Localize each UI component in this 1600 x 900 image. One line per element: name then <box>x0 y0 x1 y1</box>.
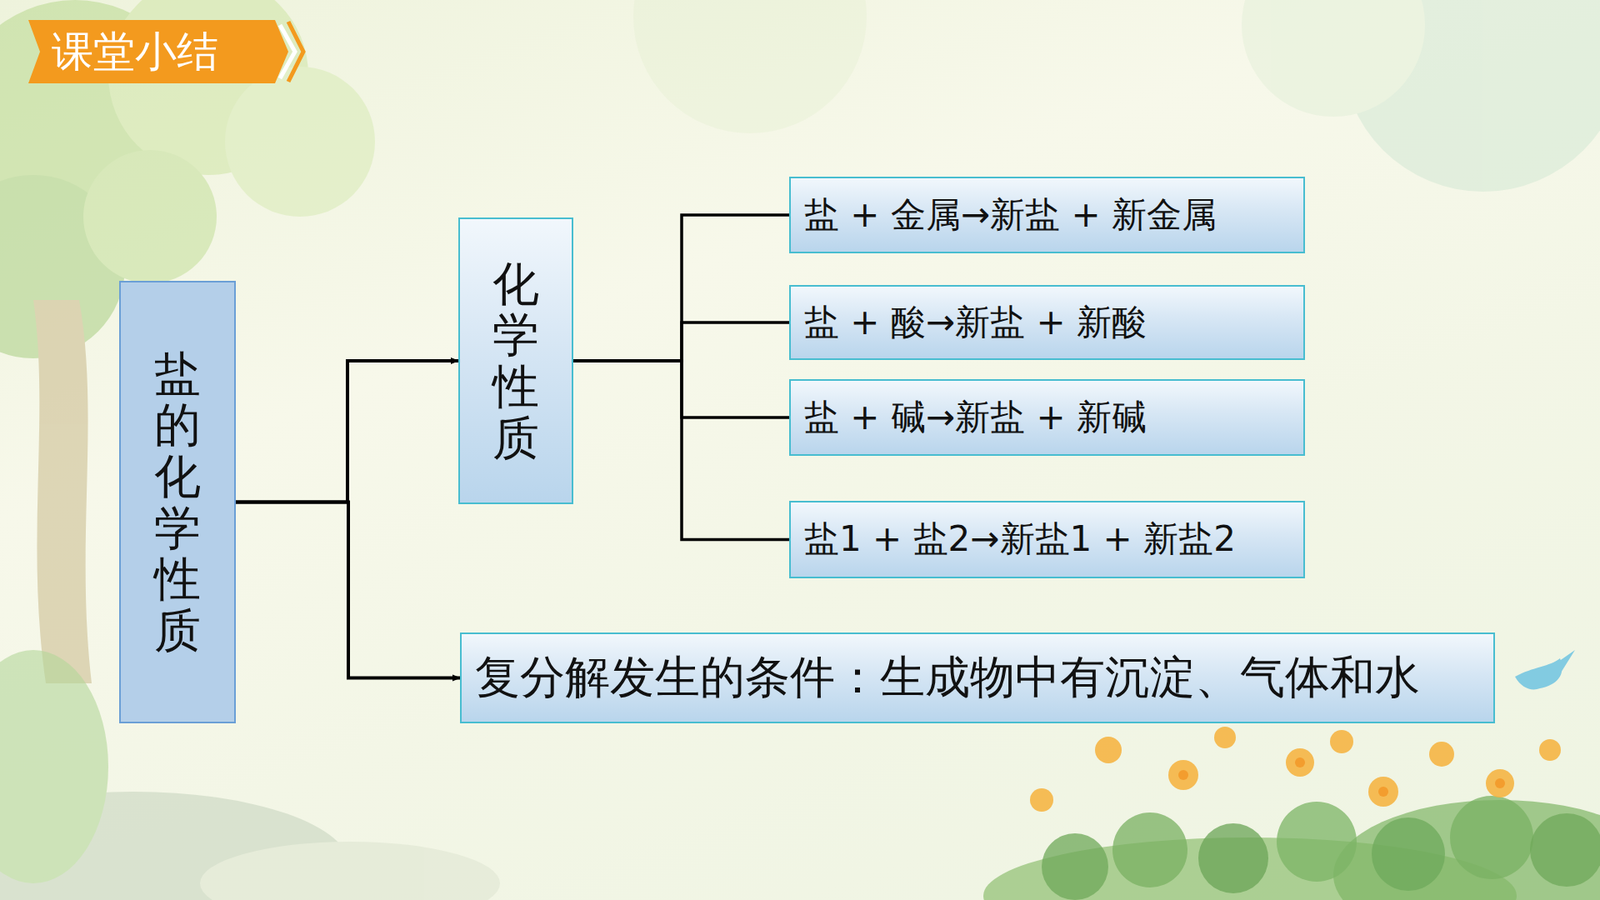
branch-box: 化学性质 <box>458 217 574 505</box>
box-label: 盐 + 酸→新盐 + 新酸 <box>804 301 1147 344</box>
title-banner <box>28 20 304 84</box>
connector <box>235 502 460 679</box>
box-label: 复分解发生的条件：生成物中有沉淀、气体和水 <box>475 650 1420 705</box>
slide-title: 课堂小结 <box>51 20 219 84</box>
flowers <box>983 726 1600 900</box>
vertical-label: 盐的化学性质 <box>154 348 201 657</box>
connector <box>573 360 790 540</box>
connector <box>573 215 790 361</box>
topic-box: 盐的化学性质 <box>119 280 236 724</box>
box-label: 盐1 + 盐2→新盐1 + 新盐2 <box>804 518 1236 560</box>
box-label: 盐 + 金属→新盐 + 新金属 <box>804 194 1217 236</box>
bird <box>1515 650 1575 690</box>
reaction-box: 盐 + 碱→新盐 + 新碱 <box>789 379 1305 456</box>
connector <box>573 322 790 361</box>
connector <box>235 360 459 503</box>
reaction-box: 盐 + 酸→新盐 + 新酸 <box>789 285 1305 360</box>
box-label: 盐 + 碱→新盐 + 新碱 <box>804 396 1147 439</box>
reaction-box: 盐1 + 盐2→新盐1 + 新盐2 <box>789 500 1305 579</box>
condition-box: 复分解发生的条件：生成物中有沉淀、气体和水 <box>460 632 1495 724</box>
vertical-label: 化学性质 <box>492 258 540 464</box>
reaction-box: 盐 + 金属→新盐 + 新金属 <box>789 176 1305 254</box>
grass <box>0 650 500 900</box>
watercolor-wash <box>633 0 1600 192</box>
